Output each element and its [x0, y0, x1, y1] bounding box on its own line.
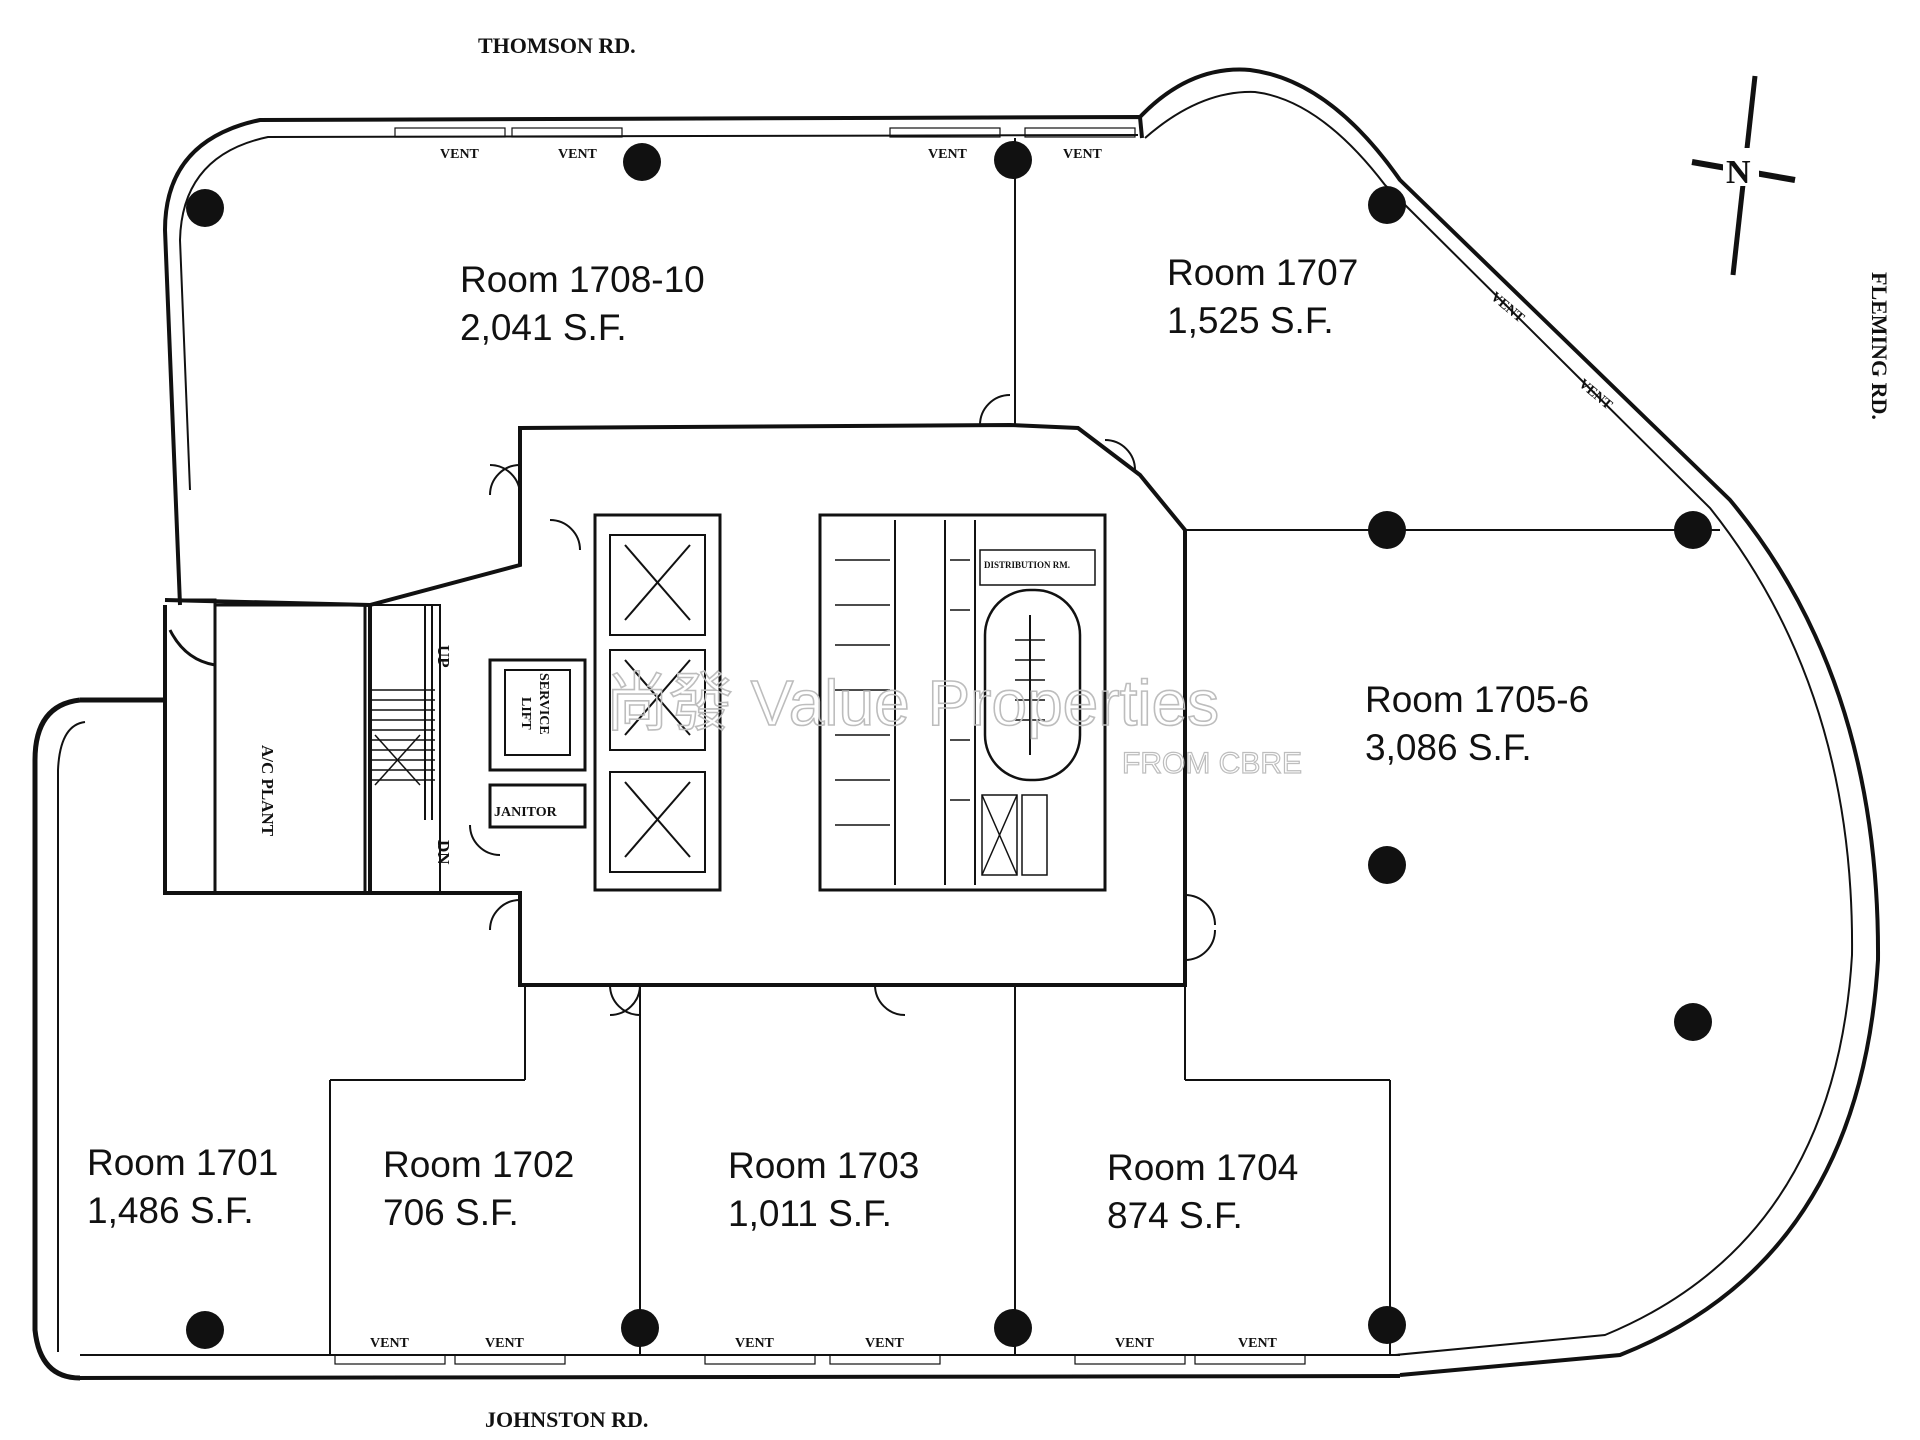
- column: [186, 1311, 224, 1349]
- vent-label: VENT: [865, 1336, 905, 1351]
- room-labels: Room 1708-10 2,041 S.F. Room 1707 1,525 …: [87, 252, 1589, 1236]
- room-area: 2,041 S.F.: [460, 307, 627, 348]
- watermark: 尚發 Value Properties FROM CBRE: [604, 666, 1302, 780]
- column: [621, 1309, 659, 1347]
- room-area: 3,086 S.F.: [1365, 727, 1532, 768]
- room-name: Room 1703: [728, 1145, 919, 1186]
- column: [1368, 1306, 1406, 1344]
- watermark-subtitle: FROM CBRE: [1122, 747, 1302, 780]
- distribution-room-label: DISTRIBUTION RM.: [984, 560, 1070, 570]
- room-area: 874 S.F.: [1107, 1195, 1243, 1236]
- service-lift-shaft: [488, 658, 587, 772]
- column: [1674, 511, 1712, 549]
- column: [1368, 511, 1406, 549]
- column: [994, 1309, 1032, 1347]
- service-lift-label: SERVICE: [536, 673, 551, 735]
- vent-label: VENT: [370, 1336, 410, 1351]
- room-area: 1,486 S.F.: [87, 1190, 254, 1231]
- room-area: 706 S.F.: [383, 1192, 519, 1233]
- column: [186, 189, 224, 227]
- room-name: Room 1701: [87, 1142, 278, 1183]
- vent-label: VENT: [1238, 1336, 1278, 1351]
- vent-label: VENT: [558, 147, 598, 162]
- room-name: Room 1707: [1167, 252, 1358, 293]
- dn-label: DN: [434, 840, 453, 865]
- vent-label: VENT: [735, 1336, 775, 1351]
- room-name: Room 1705-6: [1365, 679, 1589, 720]
- column: [994, 141, 1032, 179]
- room-area: 1,525 S.F.: [1167, 300, 1334, 341]
- core: [163, 394, 1216, 1016]
- up-label: UP: [434, 645, 453, 668]
- column: [1368, 846, 1406, 884]
- ac-plant-label: A/C PLANT: [258, 745, 277, 837]
- vent-label: VENT: [440, 147, 480, 162]
- road-label-east: FLEMING RD.: [1867, 272, 1892, 420]
- room-name: Room 1704: [1107, 1147, 1298, 1188]
- vent-strips: [334, 127, 1306, 1365]
- column: [1368, 186, 1406, 224]
- room-area: 1,011 S.F.: [728, 1193, 892, 1234]
- road-label-north: THOMSON RD.: [478, 33, 636, 58]
- watermark-title: 尚發 Value Properties: [605, 667, 1219, 739]
- room-name: Room 1708-10: [460, 259, 705, 300]
- vent-label: VENT: [1063, 147, 1103, 162]
- janitor-room: [488, 783, 587, 829]
- service-lift-label: LIFT: [518, 697, 533, 730]
- toilet-block: [818, 513, 1107, 892]
- north-label: N: [1726, 154, 1751, 191]
- lift-bank: [593, 513, 722, 892]
- column: [1674, 1003, 1712, 1041]
- room-name: Room 1702: [383, 1144, 574, 1185]
- vent-label: VENT: [485, 1336, 525, 1351]
- structural-columns: [186, 141, 1712, 1349]
- north-arrow: N: [1691, 75, 1796, 276]
- building-outline: [32, 67, 1881, 1381]
- road-label-south: JOHNSTON RD.: [485, 1407, 648, 1432]
- column: [623, 143, 661, 181]
- vent-label: VENT: [928, 147, 968, 162]
- vent-label: VENT: [1115, 1336, 1155, 1351]
- janitor-label: JANITOR: [494, 805, 558, 820]
- stairwell: [364, 604, 441, 894]
